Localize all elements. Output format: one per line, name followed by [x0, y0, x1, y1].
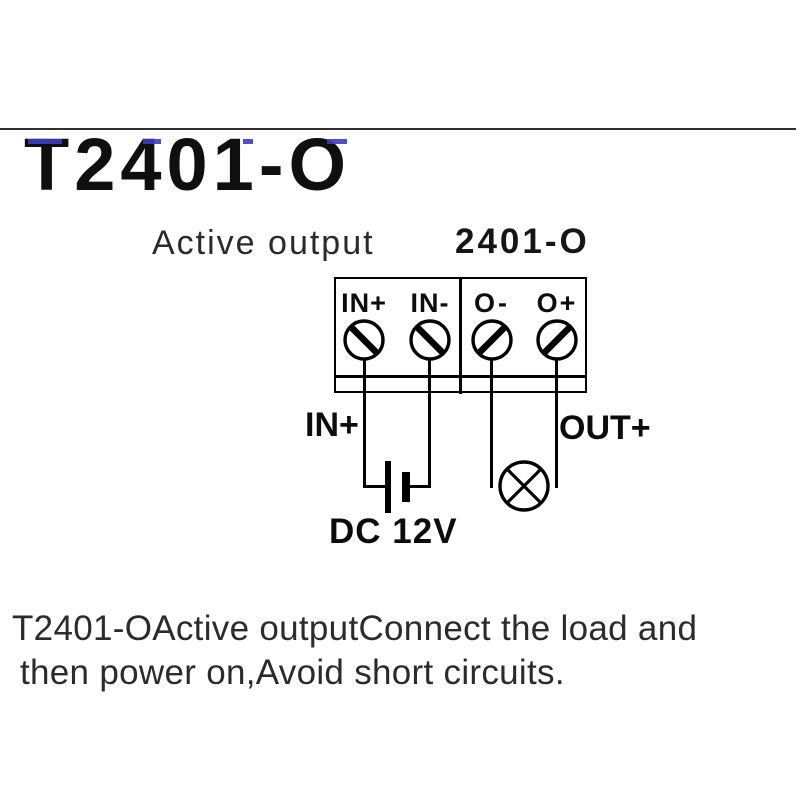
- footer-note: T2401-OActive outputConnect the load and…: [12, 607, 697, 695]
- terminal-block-model-label: 2401-O: [455, 222, 590, 261]
- color-fringe-artifact: [327, 139, 347, 144]
- label-in-plus: IN+: [305, 406, 359, 444]
- wire-battery-left: [363, 485, 387, 488]
- lamp-load-icon: [496, 458, 552, 514]
- wire-battery-right: [409, 485, 431, 488]
- wire-in-plus: [363, 358, 366, 488]
- screw-terminal-icon: [342, 318, 386, 362]
- page-title: T2401-O: [24, 123, 352, 206]
- screw-terminal-icon: [535, 318, 579, 362]
- terminal-label-o-plus: O+: [536, 288, 578, 318]
- screw-terminal-icon: [470, 318, 514, 362]
- terminal-label-o-minus: O-: [474, 288, 510, 318]
- wire-in-minus: [428, 358, 431, 488]
- wire-out-minus: [490, 358, 493, 488]
- color-fringe-artifact: [28, 139, 62, 144]
- color-fringe-artifact: [243, 139, 253, 144]
- divider-line: [0, 128, 796, 130]
- label-dc-12v: DC 12V: [329, 512, 458, 551]
- footer-note-line2: then power on,Avoid short circuits.: [20, 653, 565, 692]
- battery-short-plate: [402, 472, 410, 502]
- color-fringe-artifact: [143, 139, 161, 144]
- terminal-label-in-minus: IN-: [410, 288, 450, 318]
- terminal-block-bottom-rail: [334, 375, 587, 378]
- terminal-label-in-plus: IN+: [341, 288, 387, 318]
- wire-out-plus: [555, 358, 558, 488]
- footer-note-line1: T2401-OActive outputConnect the load and: [12, 609, 698, 648]
- battery-long-plate: [385, 461, 391, 513]
- label-out-plus: OUT+: [559, 409, 651, 447]
- subtitle-active-output: Active output: [152, 224, 375, 262]
- terminal-block-divider: [459, 277, 462, 394]
- screw-terminal-icon: [408, 318, 452, 362]
